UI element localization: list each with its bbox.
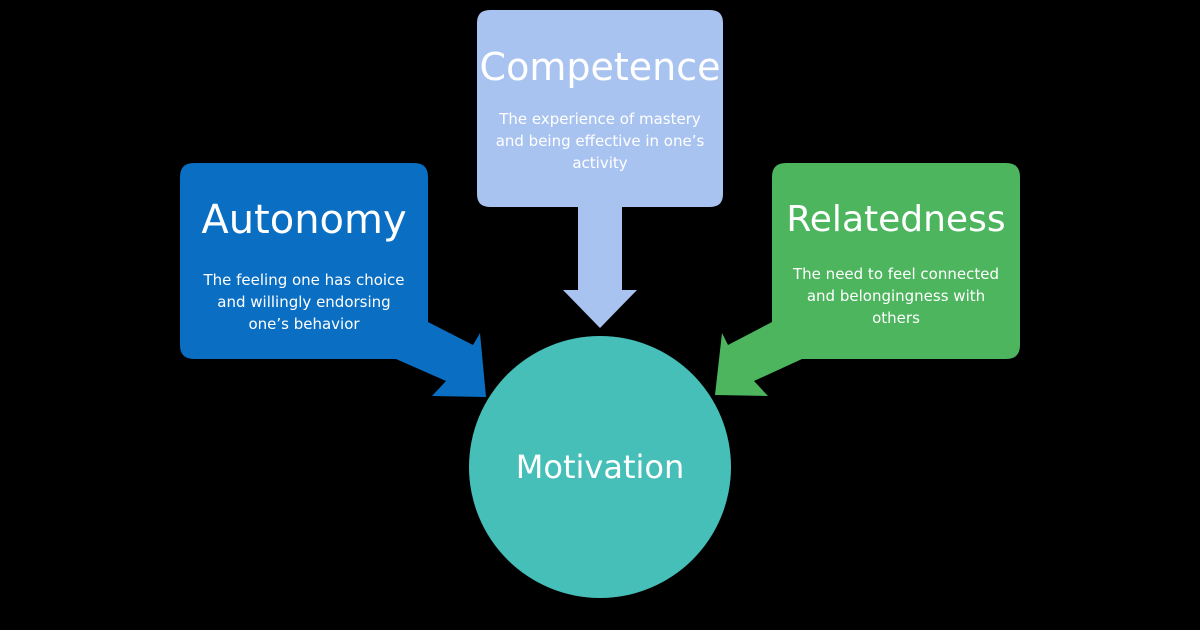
autonomy-shape	[180, 163, 486, 397]
competence-description-line-3: activity	[572, 154, 627, 172]
competence-title: Competence	[480, 45, 721, 89]
autonomy-description-line-3: one’s behavior	[248, 315, 360, 333]
competence-description-line-1: The experience of mastery	[498, 110, 701, 128]
relatedness-title: Relatedness	[786, 199, 1005, 240]
motivation-circle	[469, 336, 731, 598]
competence-callout: Competence The experience of mastery and…	[477, 10, 723, 328]
competence-shape	[477, 10, 723, 328]
relatedness-shape	[715, 163, 1020, 396]
autonomy-title: Autonomy	[201, 197, 406, 243]
autonomy-description-line-1: The feeling one has choice	[202, 271, 404, 289]
relatedness-description-line-1: The need to feel connected	[792, 265, 999, 283]
motivation-label: Motivation	[516, 448, 684, 486]
relatedness-description-line-2: and belongingness with	[807, 287, 985, 305]
autonomy-description-line-2: and willingly endorsing	[217, 293, 390, 311]
relatedness-description-line-3: others	[872, 309, 920, 327]
relatedness-callout: Relatedness The need to feel connected a…	[715, 163, 1020, 396]
motivation-node: Motivation	[469, 336, 731, 598]
autonomy-callout: Autonomy The feeling one has choice and …	[180, 163, 486, 397]
competence-description-line-2: and being effective in one’s	[496, 132, 705, 150]
